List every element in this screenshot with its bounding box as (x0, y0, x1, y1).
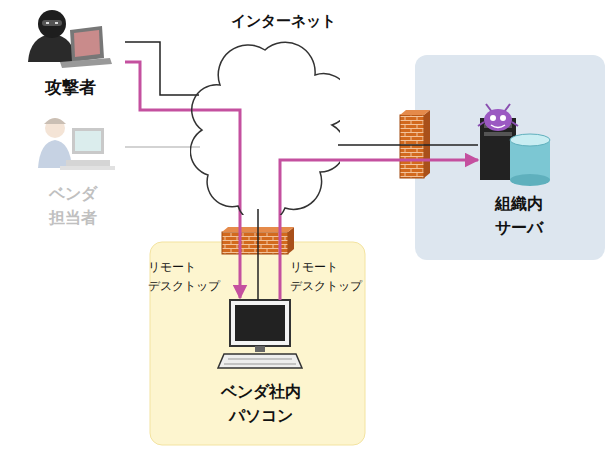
actor-node: 攻撃者 (15, 5, 125, 100)
server-node: 組織内 サーバ (478, 100, 560, 240)
access-arrow (280, 160, 478, 300)
malware-icon (478, 104, 518, 131)
attacker-icon (28, 10, 112, 68)
access-arrow (125, 62, 240, 298)
cloud-node: インターネット (190, 10, 346, 215)
org-panel (415, 55, 605, 260)
vendor-person-icon (38, 118, 115, 170)
pc-icon (218, 300, 302, 368)
cloud-outline (190, 42, 340, 215)
pc-node: ベンダ社内 パソコン (210, 298, 312, 428)
edge-label: リモート デスクトップ (148, 258, 234, 296)
node-label: 攻撃者 (20, 75, 120, 101)
network-line (125, 42, 199, 95)
node-label: ベンダ社内 パソコン (213, 380, 309, 428)
network-line (125, 146, 200, 148)
firewall (400, 110, 430, 178)
node-label: インターネット (223, 10, 343, 33)
node-label: 組織内 サーバ (481, 192, 557, 240)
network-line (338, 144, 478, 146)
node-label: ベンダ 担当者 (28, 182, 118, 230)
cloud-shape (190, 10, 340, 215)
network-line (257, 209, 259, 300)
actor-node: ベンダ 担当者 (20, 110, 125, 230)
edge-label: リモート デスクトップ (290, 258, 370, 296)
